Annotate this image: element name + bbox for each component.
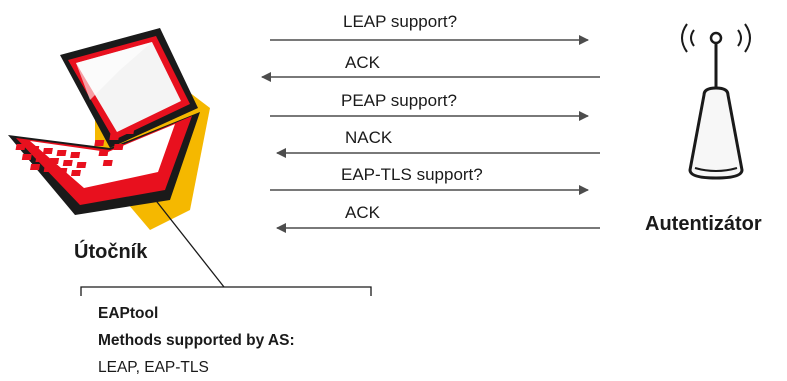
eap-tool-note: EAPtool Methods supported by AS: LEAP, E… — [98, 300, 398, 381]
attacker-label: Útočník — [74, 239, 148, 263]
message-label: ACK — [345, 53, 381, 72]
message-label: NACK — [345, 128, 393, 147]
note-heading: Methods supported by AS: — [98, 332, 295, 349]
authenticator-label: Autentizátor — [645, 213, 762, 235]
note-methods: LEAP, EAP-TLS — [98, 359, 209, 376]
message-label: EAP-TLS support? — [341, 165, 483, 184]
message-label: ACK — [345, 203, 381, 222]
message-arrows — [261, 35, 600, 233]
wireless-access-point-icon — [681, 23, 751, 180]
laptop-icon — [8, 28, 210, 230]
note-tool-name: EAPtool — [98, 305, 159, 322]
message-label: LEAP support? — [343, 12, 457, 31]
callout-bracket — [80, 192, 372, 296]
message-label: PEAP support? — [341, 91, 457, 110]
